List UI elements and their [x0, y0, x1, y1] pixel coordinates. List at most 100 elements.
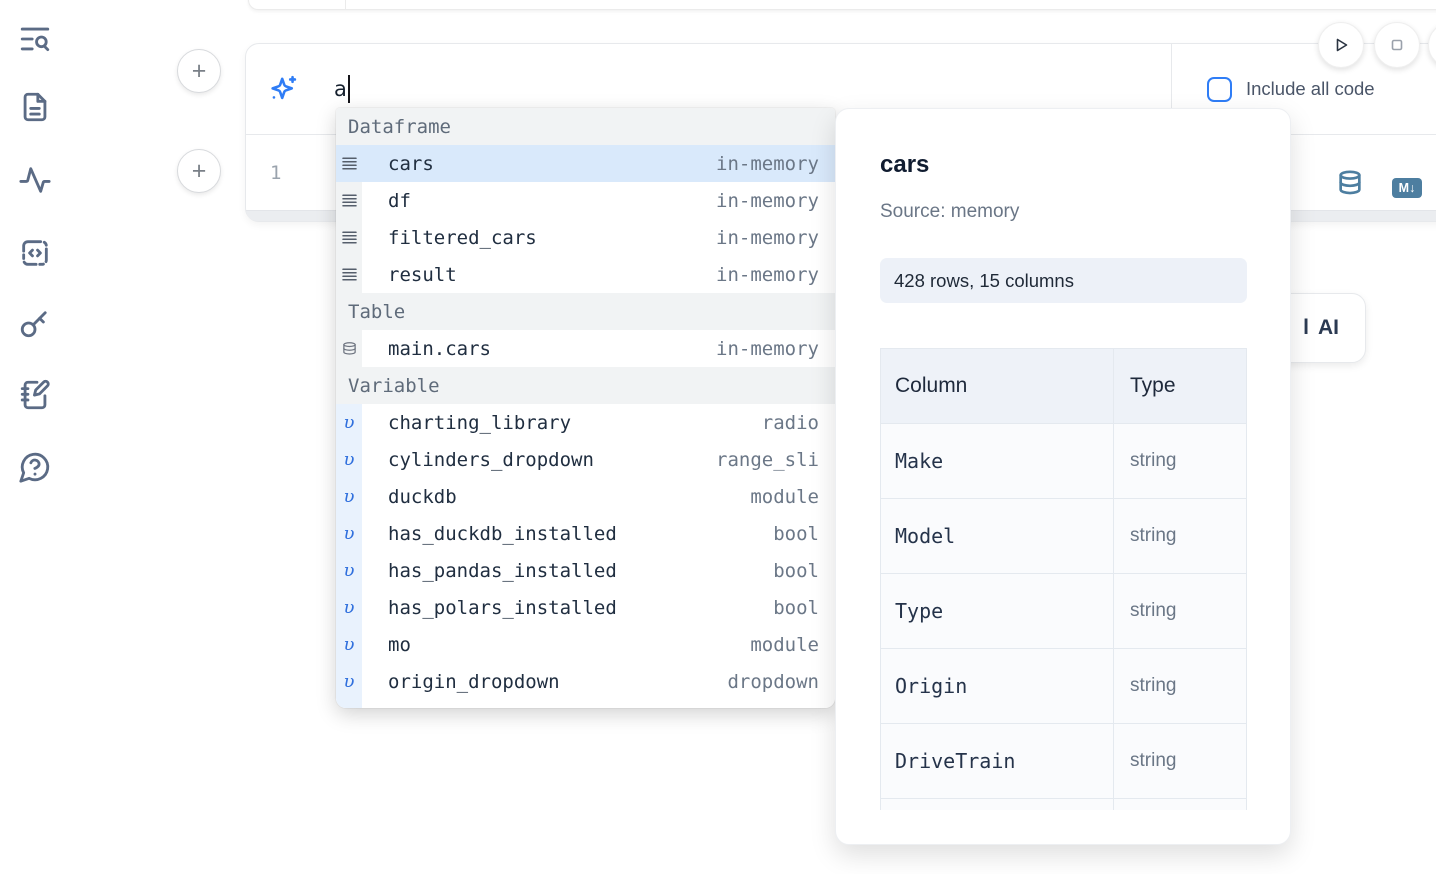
completion-item-partial — [336, 700, 835, 708]
shape-badge: 428 rows, 15 columns — [880, 258, 1247, 303]
completion-item[interactable]: υ cylinders_dropdown range_sli — [336, 441, 835, 478]
table-database-icon — [342, 341, 356, 355]
dataframe-icon — [341, 231, 357, 244]
schema-table: Column Type Make string Model string Typ… — [880, 348, 1247, 810]
markdown-icon[interactable]: M↓ — [1392, 178, 1422, 198]
completion-item-gutter: υ — [336, 256, 362, 293]
schema-header-column: Column — [881, 349, 1114, 423]
completion-item[interactable]: υ origin_dropdown dropdown — [336, 663, 835, 700]
schema-cell-column: Model — [881, 499, 1114, 573]
schema-row: Origin string — [881, 648, 1246, 723]
variable-icon: υ — [343, 634, 355, 655]
ai-button-label: AI — [1318, 316, 1339, 339]
completion-item-name: charting_library — [388, 411, 572, 434]
document-icon[interactable] — [18, 90, 52, 124]
variable-icon: υ — [343, 597, 355, 618]
completion-section-label: Table — [336, 293, 835, 330]
schema-cell-type: string — [1130, 600, 1177, 621]
completion-item-gutter: υ — [336, 330, 362, 367]
completion-item-type: bool — [773, 522, 819, 545]
scratchpad-icon[interactable] — [18, 378, 52, 412]
variable-icon: υ — [343, 412, 355, 433]
stop-cell-button[interactable] — [1374, 22, 1420, 68]
schema-cell-type: string — [1130, 675, 1177, 696]
sparkles-icon — [268, 73, 299, 104]
completion-item-name: has_pandas_installed — [388, 559, 617, 582]
code-snippets-icon[interactable] — [18, 236, 52, 270]
completion-section-label: Variable — [336, 367, 835, 404]
completion-item-gutter: υ — [336, 626, 362, 663]
completion-item-name: cylinders_dropdown — [388, 448, 594, 471]
add-cell-above-button[interactable]: + — [177, 49, 221, 93]
schema-header-type: Type — [1130, 374, 1176, 397]
panel-title: cars — [880, 151, 930, 178]
completion-item[interactable]: υ result in-memory — [336, 256, 835, 293]
completion-item-type: bool — [773, 559, 819, 582]
completion-item-gutter: υ — [336, 589, 362, 626]
completion-item[interactable]: υ df in-memory — [336, 182, 835, 219]
completion-item-type: in-memory — [716, 152, 819, 175]
completion-section-label: Dataframe — [336, 108, 835, 145]
completion-item-type: module — [750, 633, 819, 656]
line-number: 1 — [270, 161, 282, 184]
help-chat-icon[interactable] — [18, 450, 52, 484]
key-icon[interactable] — [18, 306, 52, 340]
completion-item-gutter: υ — [336, 145, 362, 182]
completion-item[interactable]: υ duckdb module — [336, 478, 835, 515]
completion-item-name: cars — [388, 152, 434, 175]
completion-item-gutter: υ — [336, 441, 362, 478]
prompt-section-divider — [1171, 44, 1172, 134]
schema-row: Model string — [881, 498, 1246, 573]
schema-cell-column: Type — [881, 574, 1114, 648]
completion-item-type: module — [750, 485, 819, 508]
schema-cell-column: DriveTrain — [881, 724, 1114, 798]
include-all-code-label: Include all code — [1246, 78, 1375, 99]
completion-item[interactable]: υ has_polars_installed bool — [336, 589, 835, 626]
mention-autocomplete-popup: Dataframe υ cars in-memory υ df in-memor… — [336, 108, 835, 708]
schema-cell-column: Origin — [881, 649, 1114, 723]
play-icon — [1336, 38, 1348, 52]
code-editor-row[interactable]: 1 M↓ — [246, 135, 1436, 210]
ai-prompt-input[interactable]: a — [334, 70, 350, 108]
variable-icon: υ — [343, 560, 355, 581]
completion-item[interactable]: υ filtered_cars in-memory — [336, 219, 835, 256]
add-cell-below-button[interactable]: + — [177, 149, 221, 193]
dataframe-icon — [341, 194, 357, 207]
activity-icon[interactable] — [18, 163, 52, 197]
plus-icon: + — [191, 156, 207, 185]
list-search-icon[interactable] — [18, 22, 52, 56]
completion-item-type: in-memory — [716, 189, 819, 212]
completion-item[interactable]: υ main.cars in-memory — [336, 330, 835, 367]
completion-item-name: has_duckdb_installed — [388, 522, 617, 545]
completion-item[interactable]: υ mo module — [336, 626, 835, 663]
completion-item-type: bool — [773, 596, 819, 619]
schema-cell-type: string — [1130, 450, 1177, 471]
ai-button-clipped-char: l — [1303, 316, 1309, 339]
completion-item[interactable]: υ has_duckdb_installed bool — [336, 515, 835, 552]
variable-icon: υ — [343, 671, 355, 692]
completion-item-name: result — [388, 263, 457, 286]
schema-cell-type: string — [1130, 525, 1177, 546]
dataframe-icon — [341, 268, 357, 281]
completion-item-name: df — [388, 189, 411, 212]
completion-list: Dataframe υ cars in-memory υ df in-memor… — [336, 108, 835, 700]
panel-source: Source: memory — [880, 201, 1020, 222]
text-caret — [347, 75, 350, 103]
completion-item-name: has_polars_installed — [388, 596, 617, 619]
database-icon[interactable] — [1336, 168, 1364, 198]
completion-item-name: duckdb — [388, 485, 457, 508]
previous-cell-edge — [248, 0, 1436, 10]
include-all-code-checkbox[interactable] — [1207, 77, 1232, 102]
completion-item[interactable]: υ charting_library radio — [336, 404, 835, 441]
variable-icon: υ — [343, 449, 355, 470]
schema-row: Type string — [881, 573, 1246, 648]
variable-icon: υ — [343, 523, 355, 544]
completion-item-type: range_sli — [716, 448, 819, 471]
schema-cell-type — [1114, 799, 1246, 810]
completion-item[interactable]: υ has_pandas_installed bool — [336, 552, 835, 589]
completion-item-name: main.cars — [388, 337, 491, 360]
run-cell-button[interactable] — [1318, 22, 1364, 68]
completion-item[interactable]: υ cars in-memory — [336, 145, 835, 182]
stop-icon — [1391, 39, 1403, 51]
completion-item-gutter: υ — [336, 552, 362, 589]
